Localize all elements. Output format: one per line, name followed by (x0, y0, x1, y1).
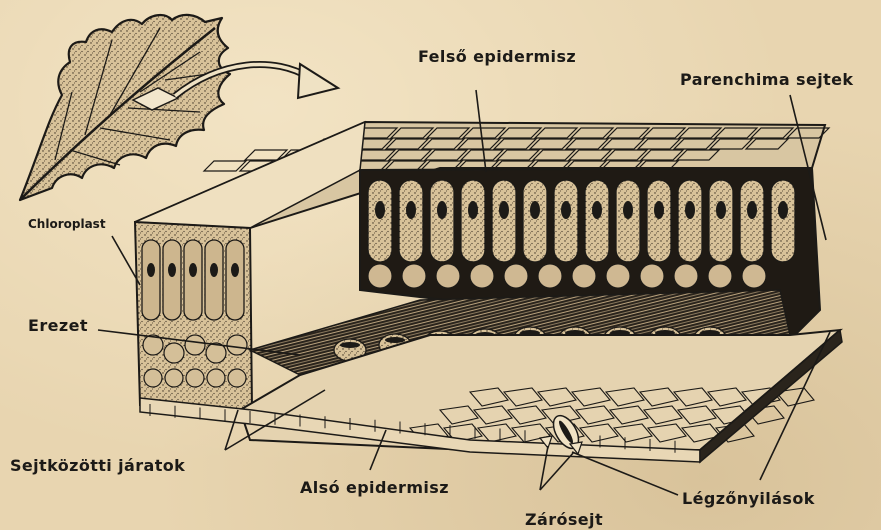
palisade-cell (740, 180, 764, 262)
chloroplast-dot (499, 201, 509, 219)
label-lower-epidermis: Alsó epidermisz (300, 480, 449, 496)
palisade-cell (678, 180, 702, 262)
chloroplast-dot (747, 201, 757, 219)
chloroplast-dot (778, 201, 788, 219)
chloroplast-dot (716, 201, 726, 219)
spongy-cell (144, 369, 162, 387)
leaf-icon (20, 15, 230, 200)
chloroplast-dot (189, 263, 197, 277)
palisade-cell (554, 180, 578, 262)
palisade-cell (142, 240, 160, 320)
spongy-cell (538, 264, 562, 288)
label-vein: Erezet (28, 318, 88, 334)
spongy-cell (185, 335, 205, 355)
chloroplast-dot (654, 201, 664, 219)
chloroplast-dot (623, 201, 633, 219)
spongy-cell (186, 369, 204, 387)
label-chloroplast: Chloroplast (28, 218, 106, 230)
palisade-cell (205, 240, 223, 320)
palisade-cell (368, 180, 392, 262)
chloroplast-dot (437, 201, 447, 219)
palisade-cell (184, 240, 202, 320)
spongy-cell (742, 264, 766, 288)
palisade-cell (399, 180, 423, 262)
spongy-cell (207, 369, 225, 387)
chloroplast-dot (168, 263, 176, 277)
chloroplast-dot (231, 263, 239, 277)
chloroplast-dot (530, 201, 540, 219)
epidermis-cell (204, 161, 246, 171)
chloroplast-dot (685, 201, 695, 219)
palisade-cell (163, 240, 181, 320)
spongy-cell (470, 264, 494, 288)
label-stomata: Légzőnyilások (682, 491, 815, 507)
palisade-cell (771, 180, 795, 262)
spongy-cell (436, 264, 460, 288)
chloroplast-dot (468, 201, 478, 219)
spongy-cell (228, 369, 246, 387)
spongy-cell (606, 264, 630, 288)
spongy-cell (402, 264, 426, 288)
chloroplast-dot (406, 201, 416, 219)
chloroplast-dot (561, 201, 571, 219)
spongy-cell (164, 343, 184, 363)
cell-opening (385, 337, 405, 343)
label-intercellular-spaces: Sejtközötti járatok (10, 458, 185, 474)
palisade-cell (430, 180, 454, 262)
palisade-cell (709, 180, 733, 262)
chloroplast-dot (592, 201, 602, 219)
spongy-cell (165, 369, 183, 387)
spongy-cell (674, 264, 698, 288)
spongy-cell (368, 264, 392, 288)
spongy-cell (227, 335, 247, 355)
cell-opening (340, 342, 360, 348)
spongy-cell (640, 264, 664, 288)
spongy-cell (504, 264, 528, 288)
label-upper-epidermis: Felső epidermisz (418, 49, 576, 65)
palisade-cell (616, 180, 640, 262)
palisade-cell (226, 240, 244, 320)
palisade-cell (585, 180, 609, 262)
chloroplast-dot (375, 201, 385, 219)
palisade-cell (461, 180, 485, 262)
label-guard-cell: Zárósejt (525, 512, 603, 528)
chloroplast-dot (147, 263, 155, 277)
palisade-cell (647, 180, 671, 262)
palisade-cell (492, 180, 516, 262)
label-parenchyma-cells: Parenchima sejtek (680, 72, 853, 88)
spongy-cell (708, 264, 732, 288)
palisade-cell (523, 180, 547, 262)
chloroplast-dot (210, 263, 218, 277)
spongy-cell (572, 264, 596, 288)
